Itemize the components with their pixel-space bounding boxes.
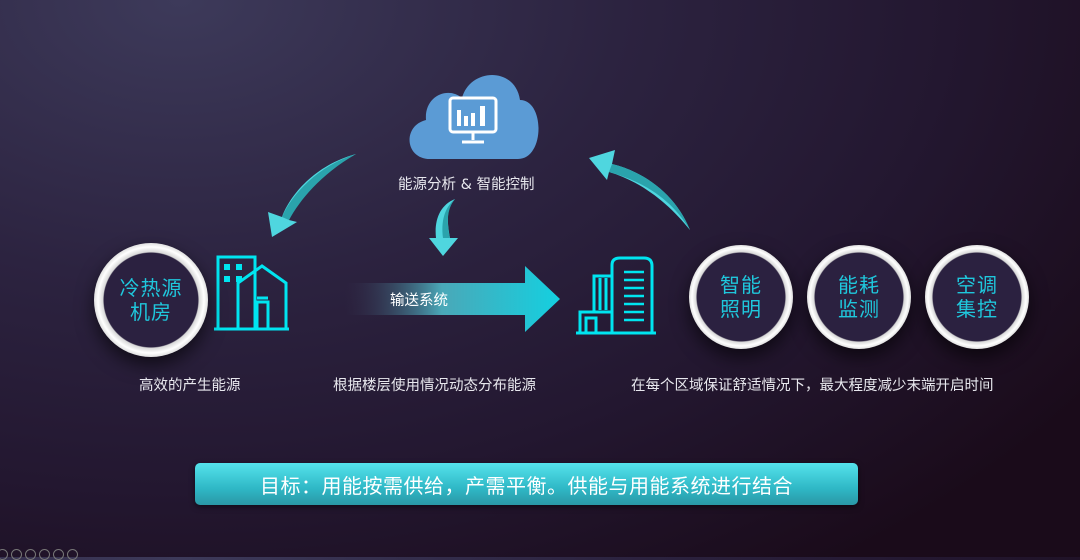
energy-monitoring-circle: 能耗 监测 — [807, 245, 911, 349]
arrow-cloud-to-transport-icon — [429, 199, 458, 256]
goal-banner: 目标：用能按需供给，产需平衡。供能与用能系统进行结合 — [195, 463, 858, 505]
cloud-icon — [409, 75, 539, 159]
zoom-control-icon[interactable] — [53, 549, 64, 560]
smart-lighting-circle: 智能 照明 — [689, 245, 793, 349]
slides-control-icon[interactable] — [39, 549, 50, 560]
prev-control-icon[interactable] — [0, 549, 8, 560]
circle-line: 能耗 — [838, 273, 880, 297]
more-control-icon[interactable] — [67, 549, 78, 560]
goal-text: 目标：用能按需供给，产需平衡。供能与用能系统进行结合 — [260, 473, 793, 498]
transport-arrow — [345, 266, 560, 332]
ac-control-circle: 空调 集控 — [925, 245, 1029, 349]
circle-line: 集控 — [956, 297, 998, 321]
office-building-icon — [576, 256, 656, 335]
left-caption: 高效的产生能源 — [139, 378, 241, 394]
transport-caption: 根据楼层使用情况动态分布能源 — [333, 378, 536, 394]
circle-line: 智能 — [720, 273, 762, 297]
arrow-terminal-to-cloud-icon — [589, 150, 690, 230]
circle-line: 照明 — [720, 297, 762, 321]
arrow-cloud-to-plant-icon — [268, 154, 356, 237]
circle-line: 监测 — [838, 297, 880, 321]
plant-building-icon — [214, 255, 289, 331]
circle-line: 机房 — [130, 300, 172, 324]
cloud-label: 能源分析 & 智能控制 — [398, 177, 535, 193]
transport-label: 输送系统 — [390, 293, 448, 309]
circle-line: 冷热源 — [119, 276, 183, 300]
right-caption: 在每个区域保证舒适情况下，最大程度减少末端开启时间 — [631, 378, 994, 394]
monitor-chart-icon — [448, 96, 498, 144]
next-control-icon[interactable] — [11, 549, 22, 560]
pen-control-icon[interactable] — [25, 549, 36, 560]
circle-line: 空调 — [956, 273, 998, 297]
cold-heat-source-circle: 冷热源 机房 — [94, 243, 208, 357]
